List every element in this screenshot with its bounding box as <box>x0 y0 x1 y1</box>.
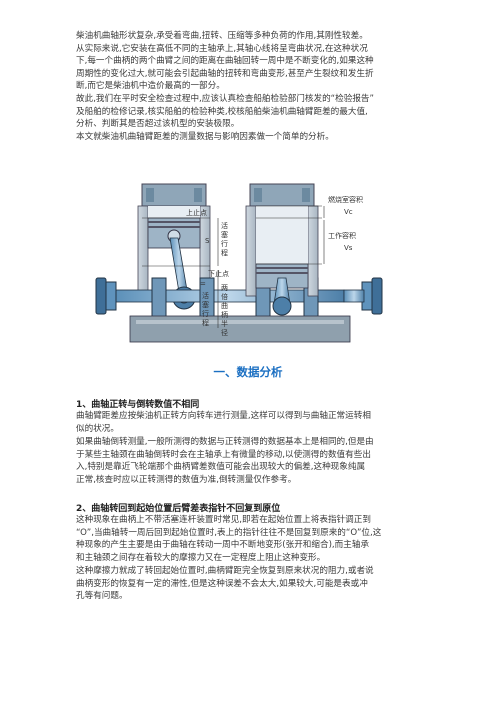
label-working-volume: 工作容积 <box>328 231 356 240</box>
text-line: 本文就柴油机曲轴臂距差的测量数据与影响因素做一个简单的分析。 <box>76 131 334 142</box>
label-top-dead-center: 上止点 <box>186 208 207 217</box>
text-line: 分析、判断其是否超过该机型的安装极限。 <box>76 119 240 130</box>
intro-paragraph: 柴油机曲轴形状复杂,承受着弯曲,扭转、压缩等多种负荷的作用,其刚性较差。 从实际… <box>76 30 420 143</box>
dimension-lines <box>142 205 325 328</box>
label-piston-stroke-4: 程 <box>221 248 228 257</box>
text-line: “O”,当曲轴转一周后回到起始位置时,表上的指针往往不是回复到原来的“O”位,这 <box>76 527 382 538</box>
label-equals-stroke: = <box>200 280 206 288</box>
label-vs: Vs <box>344 244 353 252</box>
text-line: 孔等有问题。 <box>76 591 128 602</box>
label-equals-stroke-3: 塞 <box>202 300 209 309</box>
label-piston-stroke-3: 行 <box>221 239 228 248</box>
text-line: 正常,核查时应以正转测得的数值为准,倒转测量仅作参考。 <box>76 474 297 485</box>
label-s-symbol: S <box>205 237 210 245</box>
text-line: 和主轴颈之间存在着较大的摩擦力又在一定程度上阻止这种变形。 <box>76 552 326 563</box>
label-equals-stroke-4: 行 <box>202 309 209 318</box>
text-line: 及船舶的检修记录,核实船舶的检验种类,校核船舶柴油机曲轴臂距差的最大值, <box>76 106 368 117</box>
section-2-paragraph-2: 这种摩擦力就成了转回起始位置时,曲柄臂距完全恢复到原来状况的阻力,或者说 曲柄变… <box>76 565 420 603</box>
text-line: 柴油机曲轴形状复杂,承受着弯曲,扭转、压缩等多种负荷的作用,其刚性较差。 <box>76 31 368 41</box>
text-line: 于某些主轴颈在曲轴倒转时会在主轴承上有微量的移动,以使测得的数值有些出 <box>76 449 371 460</box>
label-equals-stroke-5: 程 <box>202 318 209 327</box>
text-line: 故此,我们在平时安全检查过程中,应该认真检查船舶检验部门核发的“检验报告” <box>76 93 374 104</box>
text-line: 断,而它是柴油机中造价最高的一部分。 <box>76 81 225 92</box>
label-vc: Vc <box>344 208 353 216</box>
text-line: 周期性的变化过大,就可能会引起曲轴的扭转和弯曲变形,甚至产生裂纹和发生折 <box>76 68 374 79</box>
label-bottom-dead-center: 下止点 <box>208 269 229 278</box>
section-1-paragraph-1: 曲轴臂距差应按柴油机正转方向转车进行测量,这样可以得到与曲轴正常运转相 似的状况… <box>76 410 420 435</box>
text-line: 似的状况。 <box>76 423 119 434</box>
text-line: 入,特别是靠近飞轮端那个曲柄臂差数值可能会出现较大的偏差,这种现象纯属 <box>76 462 366 473</box>
text-line: 这种现象在曲柄上不带活塞连杆装置时常见,即若在起始位置上将表指针调正到 <box>76 515 371 525</box>
label-crank-radius-2: 倍 <box>221 292 228 301</box>
label-equals-stroke-2: 活 <box>202 291 209 300</box>
section-1-paragraph-2: 如果曲轴倒转测量,一般所测得的数据与正转测得的数据基本上是相同的,但是由 于某些… <box>76 436 420 486</box>
label-crank-radius-4: 柄 <box>221 310 228 319</box>
label-piston-stroke-1: 活 <box>221 221 228 230</box>
text-line: 从实际来说,它安装在高低不同的主轴承上,其轴心线将呈弯曲状况,在这种状况 <box>76 43 368 54</box>
right-cylinder <box>245 183 319 316</box>
section-title: 一、数据分析 <box>213 365 283 379</box>
text-line: 曲轴臂距差应按柴油机正转方向转车进行测量,这样可以得到与曲轴正常运转相 <box>76 411 371 421</box>
label-combustion-volume: 燃烧室容积 <box>328 195 363 204</box>
text-line: 如果曲轴倒转测量,一般所测得的数据与正转测得的数据基本上是相同的,但是由 <box>76 437 374 447</box>
section-1-heading: 1、曲轴正转与倒转数值不相同 <box>76 400 200 410</box>
label-crank-radius-5: 半 <box>221 319 228 328</box>
label-crank-radius-6: 径 <box>221 328 228 337</box>
label-piston-stroke-2: 塞 <box>221 230 228 239</box>
label-crank-radius-3: 曲 <box>221 301 228 310</box>
text-line: 下,每一个曲柄的两个曲臂之间的距离在曲轴回转一周中是不断变化的,如果这种 <box>76 56 374 67</box>
section-2-paragraph-1: 这种现象在曲柄上不带活塞连杆装置时常见,即若在起始位置上将表指针调正到 “O”,… <box>76 514 420 564</box>
section-2-heading: 2、曲轴转回到起始位置后臂差表指针不回复到原位 <box>76 504 281 514</box>
engine-diagram: 上止点 活 塞 行 程 S 下止点 两 倍 曲 柄 半 径 = 活 塞 行 程 … <box>90 178 406 346</box>
engine-diagram-svg: 上止点 活 塞 行 程 S 下止点 两 倍 曲 柄 半 径 = 活 塞 行 程 … <box>95 183 383 343</box>
text-line: 曲柄变形的恢复有一定的滞性,但是这种误差不会太大,如果较大,可能是表或冲 <box>76 578 368 589</box>
text-line: 这种摩擦力就成了转回起始位置时,曲柄臂距完全恢复到原来状况的阻力,或者说 <box>76 566 374 576</box>
text-line: 种现象的产生主要是由于曲轴在转动一周中不断地变形(张开和缩合),而主轴承 <box>76 540 370 551</box>
label-crank-radius: 两 <box>221 284 228 292</box>
